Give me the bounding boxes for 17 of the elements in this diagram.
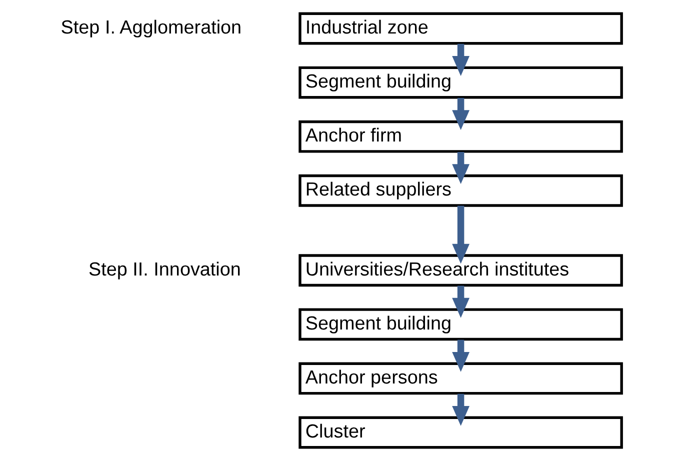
node-box: Segment building	[298, 308, 622, 341]
arrow	[452, 152, 470, 184]
arrow	[452, 206, 470, 264]
node-box: Segment building	[298, 66, 622, 99]
node-box: Anchor firm	[298, 120, 622, 153]
node-box: Anchor persons	[298, 362, 622, 395]
label: Step II. Innovation	[88, 259, 240, 280]
node-box: Industrial zone	[298, 12, 622, 45]
arrow	[452, 286, 470, 318]
node-box: Universities/Research institutes	[298, 254, 622, 287]
arrow	[452, 394, 470, 426]
node-box: Related suppliers	[298, 174, 622, 207]
arrow	[452, 44, 470, 76]
arrow	[452, 340, 470, 372]
label: Step I. Agglomeration	[60, 17, 242, 38]
node-box: Cluster	[298, 416, 622, 449]
arrow	[452, 98, 470, 130]
